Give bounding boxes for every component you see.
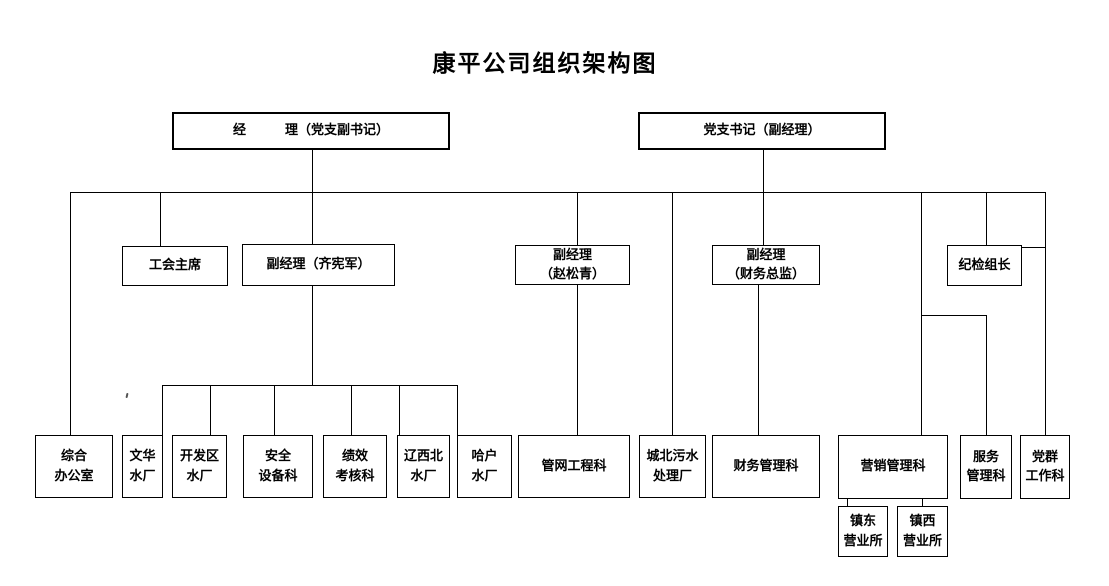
node-general-office: 综合 办公室 <box>35 435 113 498</box>
node-party-secretary: 党支书记（副经理） <box>638 112 886 150</box>
node-chengbei-sewage-plant: 城北污水 处理厂 <box>639 435 706 498</box>
connector <box>672 192 673 435</box>
node-zhendong-business-office: 镇东 营业所 <box>838 506 888 557</box>
stray-mark <box>125 392 129 399</box>
node-union-chairman: 工会主席 <box>122 246 228 286</box>
node-zhenxi-business-office: 镇西 营业所 <box>897 506 948 557</box>
connector <box>847 498 848 506</box>
connector <box>399 385 400 435</box>
connector <box>162 385 457 386</box>
connector <box>922 498 923 506</box>
connector <box>312 150 313 192</box>
connector <box>162 385 163 435</box>
node-liaoxibei-water-plant: 辽西北 水厂 <box>397 435 450 498</box>
connector <box>351 385 352 435</box>
connector <box>1045 192 1046 435</box>
connector <box>70 192 71 435</box>
node-marketing-management: 营销管理科 <box>838 435 948 499</box>
node-deputy-manager-qi: 副经理（齐宪军） <box>242 244 395 286</box>
connector <box>921 192 922 435</box>
connector <box>763 192 764 245</box>
connector <box>160 192 161 246</box>
connector <box>577 285 578 435</box>
node-service-management: 服务 管理科 <box>960 435 1012 499</box>
node-pipeline-engineering: 管网工程科 <box>518 435 630 498</box>
connector <box>457 385 458 435</box>
connector <box>274 385 275 435</box>
chart-title: 康平公司组织架构图 <box>432 51 658 77</box>
node-manager: 经 理（党支副书记） <box>172 112 450 150</box>
node-safety-equipment: 安全 设备科 <box>243 435 313 498</box>
connector <box>1022 247 1045 248</box>
connector <box>312 286 313 385</box>
connector <box>210 385 211 435</box>
connector <box>758 285 759 435</box>
connector <box>986 192 987 245</box>
connector <box>921 315 986 316</box>
connector <box>577 192 578 245</box>
connector <box>70 192 1045 193</box>
node-wenhua-water-plant: 文华 水厂 <box>122 435 163 498</box>
node-party-mass-work: 党群 工作科 <box>1020 435 1070 499</box>
node-finance-management: 财务管理科 <box>712 435 820 498</box>
node-deputy-manager-cfo: 副经理 （财务总监） <box>712 245 820 285</box>
node-performance-appraisal: 绩效 考核科 <box>323 435 387 498</box>
node-hahu-water-plant: 哈户 水厂 <box>457 435 512 498</box>
node-discipline-leader: 纪检组长 <box>947 245 1022 286</box>
node-kaifaqu-water-plant: 开发区 水厂 <box>172 435 227 498</box>
connector <box>312 192 313 244</box>
connector <box>986 315 987 435</box>
node-deputy-manager-zhao: 副经理 （赵松青） <box>515 245 630 285</box>
connector <box>763 150 764 192</box>
